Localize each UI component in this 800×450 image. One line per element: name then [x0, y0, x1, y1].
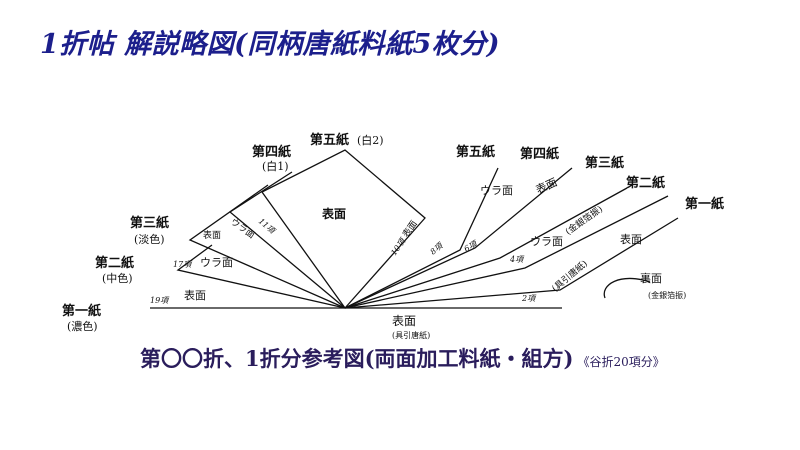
fold-line-left-4: [228, 171, 346, 309]
left-side-1-label: 表面: [184, 288, 206, 302]
fold-line-right-4: [344, 167, 573, 309]
fold-line-right-2: [344, 195, 669, 309]
right-side-1-label: 表面: [620, 232, 642, 246]
fold-line-left-2: [176, 244, 346, 309]
left-side-4-label: ウラ面: [228, 216, 256, 241]
right-side-5-label: 表面: [400, 218, 420, 240]
left-sheet-5-sub: (白2): [357, 133, 384, 147]
left-side-2-label: ウラ面: [200, 256, 233, 269]
left-sheet-3-sub: (淡色): [134, 232, 165, 246]
right-sheet-2-name: 第二紙: [626, 175, 665, 191]
right-side-3-label: 表面: [533, 175, 559, 197]
right-sheet-4-name: 第四紙: [520, 146, 559, 162]
back-side-note: (金銀箔振): [648, 290, 686, 300]
caption: 第〇〇折、1折分参考図(両面加工料紙・組方)《谷折20項分》: [140, 343, 665, 373]
caption-main: 第〇〇折、1折分参考図(両面加工料紙・組方): [140, 346, 574, 371]
back-leader-line: [603, 277, 651, 299]
left-labels: 第一紙 (濃色) 第二紙 (中色) 第三紙 (淡色) 第四紙 (白1) 第五紙 …: [62, 132, 384, 333]
left-sheet-4-name: 第四紙: [252, 144, 291, 160]
right-num-4: 8項: [429, 240, 446, 257]
caption-note: 《谷折20項分》: [577, 355, 665, 369]
fold-line-left-3: [188, 184, 346, 309]
left-side-3-label: 表面: [203, 229, 221, 241]
left-num-1: 19項: [150, 296, 170, 305]
fold-line-right-3: [344, 187, 628, 309]
right-side-4-label: ウラ面: [480, 184, 513, 197]
left-sheet-5-name: 第五紙: [310, 132, 349, 148]
fold-line-right-5: [344, 167, 499, 309]
left-side-5-label: 表面: [321, 206, 346, 221]
left-sheet-4-sub: (白1): [262, 159, 289, 173]
left-num-2: 17項: [173, 260, 193, 269]
page-title: 1折帖 解説略図(同柄唐紙料紙5枚分): [40, 29, 501, 60]
right-sheet-3-name: 第三紙: [585, 155, 624, 171]
left-sheet-1-name: 第一紙: [62, 303, 101, 319]
left-sheet-1-sub: (濃色): [67, 319, 98, 333]
left-num-4: 11項: [257, 217, 278, 237]
fold-lines: [150, 149, 679, 309]
back-side-label: 裏面: [640, 271, 662, 285]
left-sheet-2-sub: (中色): [102, 271, 133, 285]
right-sheet-5-name: 第五紙: [456, 144, 495, 160]
right-side-2-label: ウラ面: [530, 235, 563, 248]
right-num-3: 6項: [463, 238, 481, 253]
right-num-1: 2項: [521, 294, 537, 303]
bottom-side-note: (具引唐紙): [392, 330, 430, 340]
base-labels: 表面 (具引唐紙) 裏面 (金銀箔振): [392, 271, 686, 340]
bottom-side-label: 表面: [392, 314, 416, 328]
right-num-2: 4項: [509, 255, 525, 264]
fold-line-right-1: [344, 217, 679, 309]
right-sheet-1-name: 第一紙: [685, 196, 724, 212]
left-sheet-3-name: 第三紙: [130, 215, 169, 231]
left-sheet-2-name: 第二紙: [95, 255, 134, 271]
right-num-5: 10項: [389, 235, 408, 257]
right-labels: 第五紙 第四紙 第三紙 第二紙 第一紙 表面 10項 ウラ面 8項 表面 6項 …: [389, 144, 724, 303]
fold-line-left-5: [261, 149, 426, 309]
